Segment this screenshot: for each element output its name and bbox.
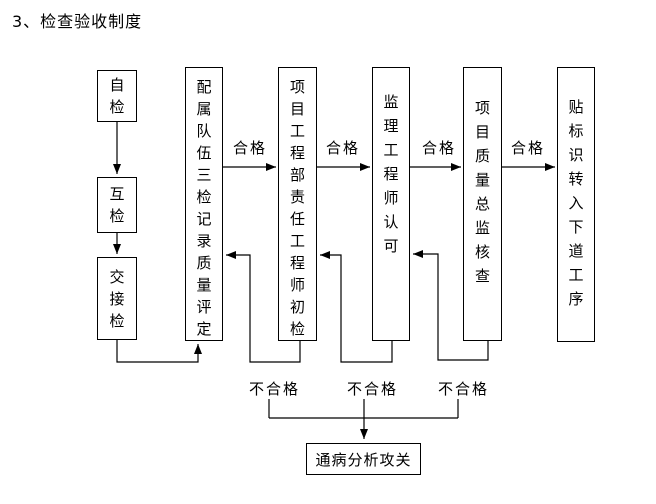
node-supervising-engineer-approval: 监理工程师认可 [372, 67, 410, 341]
node-handover-check: 交接检 [97, 257, 137, 340]
pass-label-1: 合格 [232, 137, 269, 158]
node-common-problem-analysis: 通病分析攻关 [306, 443, 421, 475]
fail-label-1: 不合格 [248, 378, 302, 399]
pass-label-2: 合格 [325, 137, 362, 158]
node-self-check: 自检 [97, 70, 137, 122]
pass-label-4: 合格 [510, 137, 547, 158]
pass-label-3: 合格 [421, 137, 458, 158]
node-project-engineer-initial-check: 项目工程部责任工程师初检 [278, 67, 317, 341]
node-mutual-check: 互检 [97, 177, 137, 233]
fail-label-3: 不合格 [437, 378, 491, 399]
node-team-three-check-record: 配属队伍三检记录质量评定 [185, 67, 223, 341]
page-title: 3、检查验收制度 [12, 12, 143, 31]
fail-label-2: 不合格 [346, 378, 400, 399]
node-label-and-next-process: 贴标识转入下道工序 [557, 67, 595, 342]
node-chief-quality-supervisor-verify: 项目质量总监核查 [463, 67, 502, 341]
